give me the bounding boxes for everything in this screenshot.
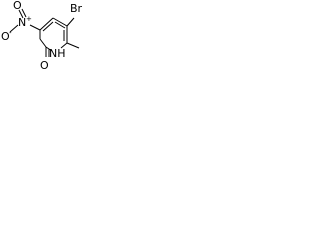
nitro-oxygen-left-label: O bbox=[1, 30, 10, 43]
nitro-oxygen-top-label: O bbox=[13, 0, 22, 12]
bond-c2-c3 bbox=[39, 38, 47, 48]
bond-c6-n1 bbox=[60, 42, 68, 49]
bond-c-nitro bbox=[29, 24, 41, 31]
bond-methyl bbox=[66, 42, 80, 49]
structure-canvas: Br N + O O - NH O bbox=[0, 0, 101, 83]
nitro-nitrogen-label: N bbox=[18, 16, 26, 29]
bromine-atom-label: Br bbox=[70, 2, 83, 15]
chemical-structure-diagram: Br N + O O - NH O bbox=[1, 0, 83, 72]
substituent-bonds bbox=[9, 8, 75, 57]
bond-n-o-top-2 bbox=[21, 8, 27, 18]
bond-c4-c5-inner bbox=[54, 21, 66, 29]
bond-c-br bbox=[66, 17, 75, 27]
bond-n-o-left bbox=[9, 24, 19, 33]
bond-c4-c5 bbox=[52, 17, 68, 27]
positive-charge-label: + bbox=[26, 15, 32, 23]
negative-charge-label: - bbox=[9, 29, 12, 37]
bond-c3-c4 bbox=[39, 17, 54, 31]
carbonyl-oxygen-label: O bbox=[40, 59, 49, 72]
bond-n-o-top bbox=[18, 9, 24, 19]
bond-c3-c4-inner bbox=[42, 21, 54, 32]
ring-nh-label: NH bbox=[49, 47, 66, 60]
